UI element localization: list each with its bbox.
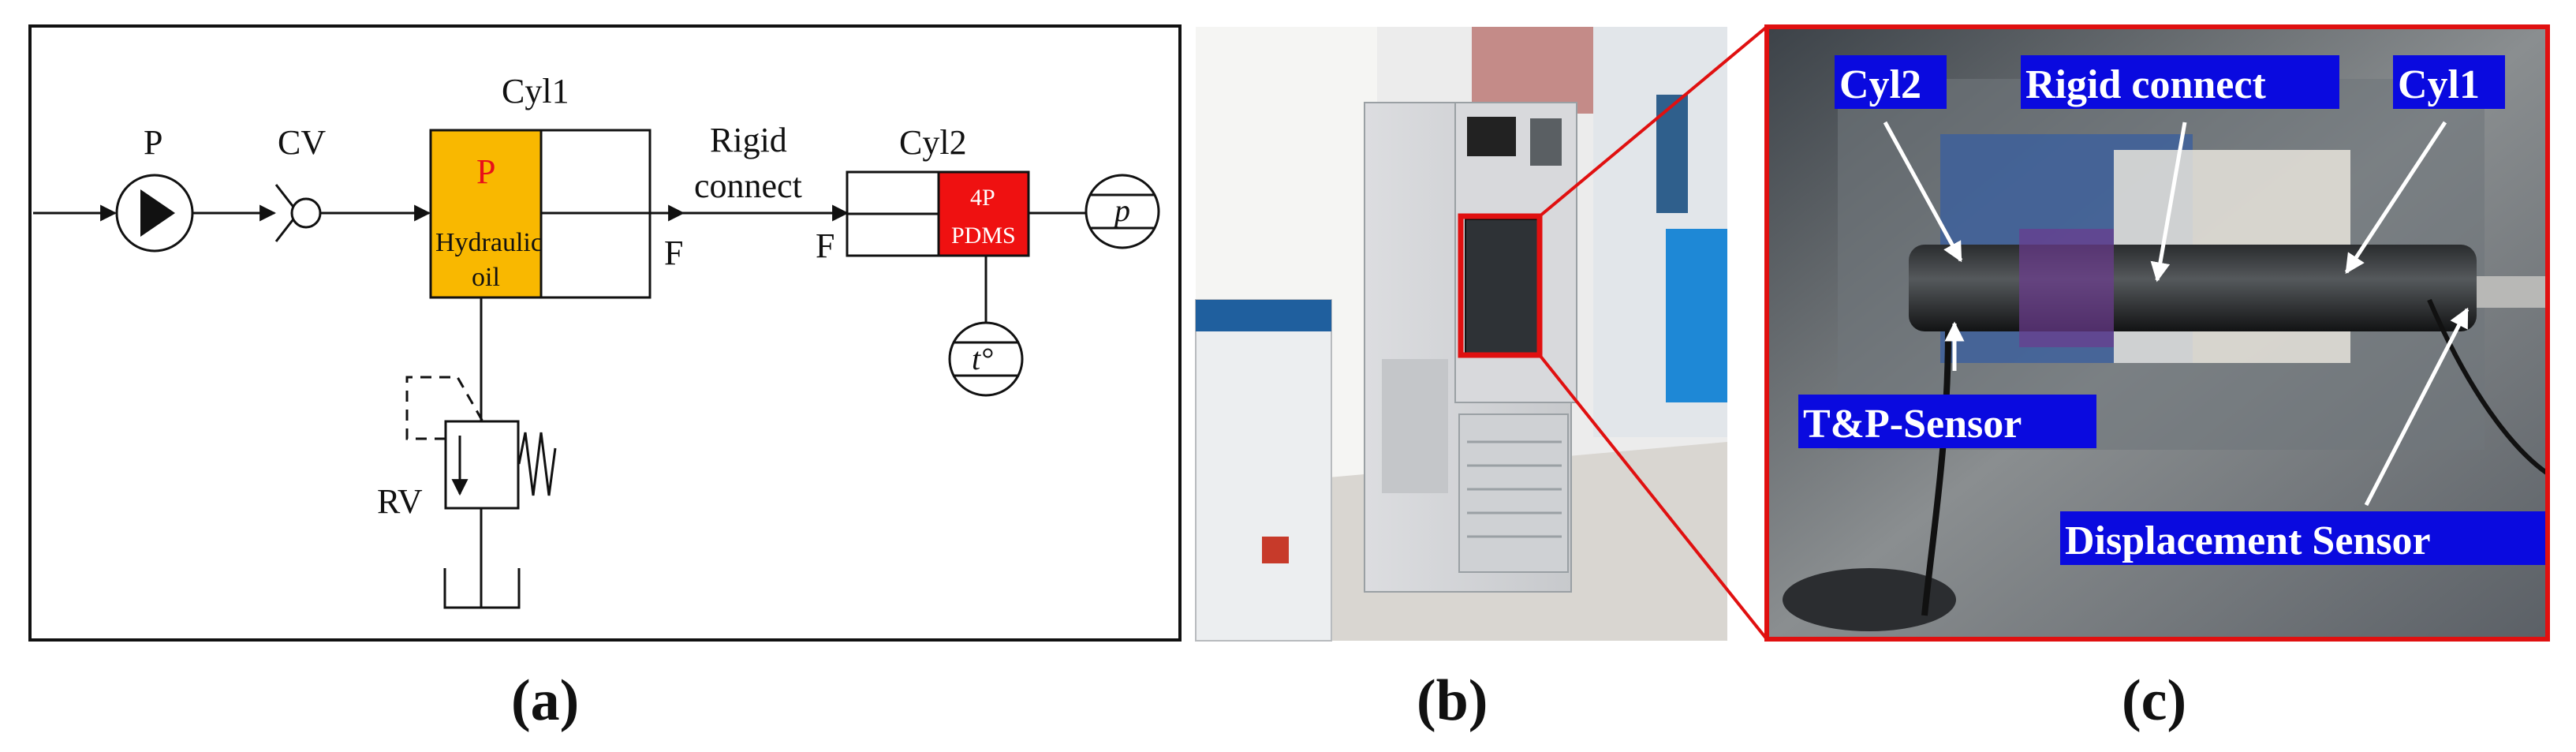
tag-cyl1: Cyl1 <box>2398 62 2480 107</box>
panel-b-photo: (b) <box>1195 27 1727 733</box>
cyl2-pdms-text-2: PDMS <box>951 223 1016 249</box>
panel-b-label: (b) <box>1417 668 1488 733</box>
arrow-displacement <box>2364 307 2470 507</box>
arrow-cyl2 <box>1883 121 1963 263</box>
pump-label: P <box>144 123 162 162</box>
tag-tp-sensor: T&P-Sensor <box>1803 402 2022 447</box>
pressure-gauge-label: p <box>1112 193 1130 228</box>
cyl1-pressure-mark: P <box>476 152 495 191</box>
panel-c-label: (c) <box>2122 668 2186 733</box>
cyl1-oil-chamber <box>429 129 543 299</box>
panel-b-highlight-box <box>1458 213 1543 358</box>
arrow-cyl1 <box>2344 121 2447 275</box>
cyl1-oil-text-1: Hydraulic <box>435 228 543 257</box>
tag-displacement: Displacement Sensor <box>2065 518 2431 563</box>
tag-cyl2-bg <box>1835 55 1947 109</box>
rigid-label-1: Rigid <box>710 121 787 159</box>
cyl2-title: Cyl2 <box>899 123 967 162</box>
force-label-2: F <box>816 226 834 265</box>
pump-symbol <box>115 174 194 253</box>
cyl2-pdms-text-1: 4P <box>970 185 995 211</box>
temperature-gauge-symbol <box>948 321 1024 397</box>
relief-valve-symbol <box>405 376 557 510</box>
check-valve-label: CV <box>278 123 326 162</box>
pressure-gauge-symbol <box>1085 174 1160 249</box>
arrow-rigid <box>2150 122 2187 282</box>
zoom-line-bottom <box>1538 354 1768 641</box>
rigid-label-2: connect <box>694 166 802 205</box>
force-label-1: F <box>664 234 683 272</box>
panel-c-frame <box>1764 24 2550 642</box>
panel-a-schematic: P CV Cyl1 P Hydraulic oil F Rigid connec… <box>28 24 1182 733</box>
relief-valve-label: RV <box>377 482 423 521</box>
tag-rigid-bg <box>2021 55 2339 109</box>
temperature-gauge-label: t° <box>972 341 993 376</box>
panel-c-photo: Cyl2 Rigid connect Cyl1 T&P-Sensor Displ… <box>1764 24 2550 733</box>
zoom-line-top <box>1538 25 1768 218</box>
panel-a-label: (a) <box>511 668 579 733</box>
tag-tp-sensor-bg <box>1798 395 2096 448</box>
tag-rigid: Rigid connect <box>2025 62 2266 107</box>
tank-symbol <box>443 568 521 609</box>
cyl1-title: Cyl1 <box>502 72 569 110</box>
tag-displacement-bg <box>2060 511 2546 565</box>
tag-cyl1-bg <box>2393 55 2505 109</box>
tag-cyl2: Cyl2 <box>1839 62 1921 107</box>
cyl1-oil-text-2: oil <box>472 263 500 292</box>
